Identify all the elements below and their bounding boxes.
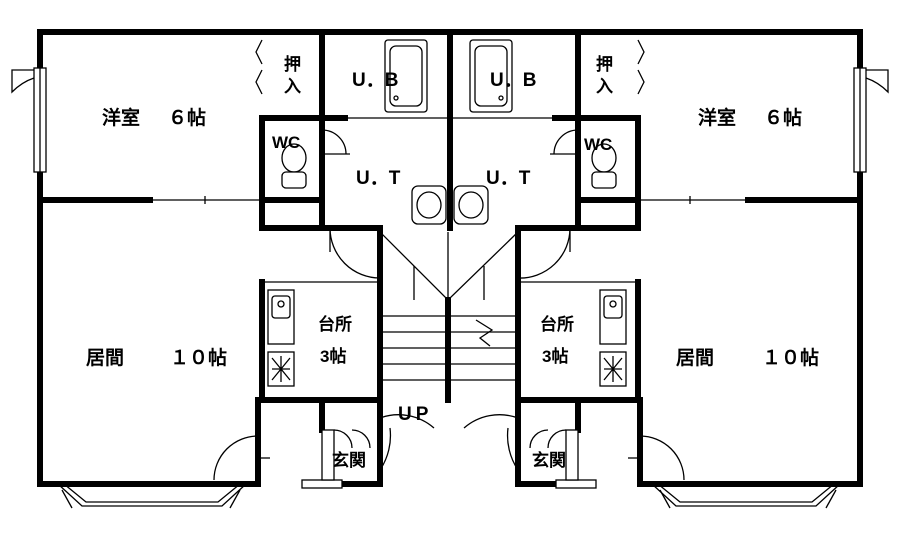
closet-left-line1: 押 [284,54,301,74]
utility-right-label: U．T [486,168,531,189]
interior-walls [37,29,863,433]
sink-right-icon [599,289,627,345]
living-left-size: １０帖 [170,346,227,369]
thin-partitions [150,117,748,283]
stove-left-icon [267,351,295,387]
utility-left-label: U．T [356,168,401,189]
living-right-size: １０帖 [762,346,819,369]
kitchen-right-size: 3帖 [542,346,568,366]
kitchen-left-name: 台所 [318,314,352,334]
closet-right-line2: 入 [596,77,613,96]
western-room-left-size: ６帖 [168,106,206,129]
closet-left-line2: 入 [284,77,301,96]
closet-right-line1: 押 [596,54,613,74]
western-room-left-name: 洋室 [102,106,140,129]
bathtub-right-icon [469,39,513,113]
western-room-right-name: 洋室 [698,106,736,129]
bath-right-label: U．B [490,70,536,91]
sink-left-icon [267,289,295,345]
bathtub-left-icon [384,39,428,113]
toilet-left-icon [281,143,307,189]
kitchen-right-name: 台所 [540,314,574,334]
wc-right-label: WC [584,135,612,154]
room-labels: 洋室 ６帖 洋室 ６帖 押 入 押 入 U．B U．B U．T U．T WC W… [86,54,819,470]
western-room-right-size: ６帖 [764,106,802,129]
living-left-name: 居間 [86,347,124,369]
wc-left-label: WC [272,133,300,152]
stairs-up-label: UP [398,404,432,425]
kitchen-left-size: 3帖 [320,346,346,366]
entrance-right-label: 玄関 [532,450,566,470]
entrance-left-label: 玄関 [332,450,366,470]
toilet-right-icon [591,143,617,189]
washbasin-right-icon [453,185,489,225]
staircase [379,231,519,381]
doors [213,39,685,481]
stove-right-icon [599,351,627,387]
washbasin-left-icon [411,185,447,225]
bath-left-label: U．B [352,70,398,91]
living-right-name: 居間 [676,347,714,369]
